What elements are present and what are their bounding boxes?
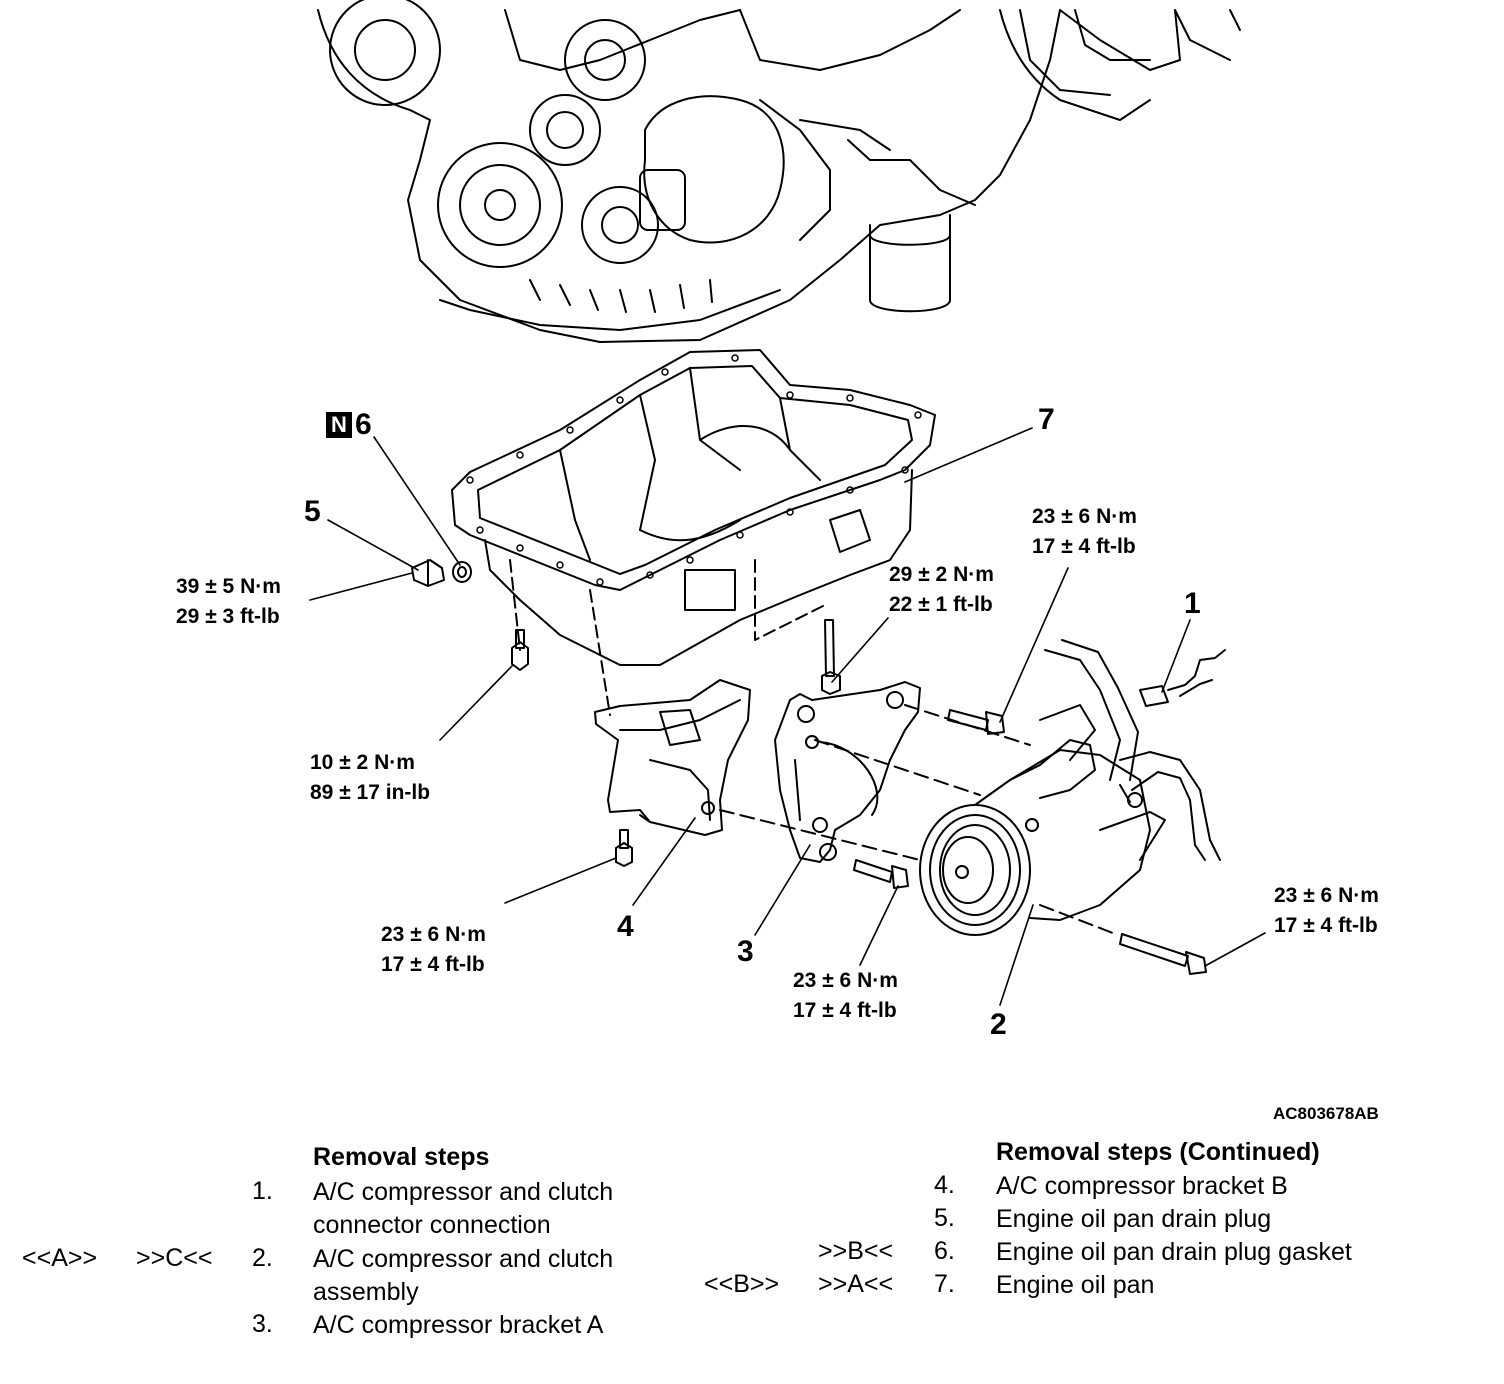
drain-plug-and-gasket [411,559,472,587]
torque-spec-stud-bolt: 29 ± 2 N·m 22 ± 1 ft-lb [889,560,994,620]
torque-imperial: 17 ± 4 ft-lb [1032,535,1136,558]
torque-imperial: 89 ± 17 in-lb [310,781,431,804]
step-label: A/C compressor and clutch connector conn… [313,1178,614,1239]
callout-2: 2 [990,1008,1007,1041]
torque-metric: 39 ± 5 N·m [176,575,281,598]
torque-imperial: 17 ± 4 ft-lb [1274,914,1378,937]
step-number: 4. [934,1171,955,1199]
torque-imperial: 22 ± 1 ft-lb [889,593,993,616]
step-label: Engine oil pan drain plug [996,1205,1272,1233]
step-label: A/C compressor bracket A [313,1311,604,1339]
torque-spec-oil-pan-bolt: 10 ± 2 N·m 89 ± 17 in-lb [310,748,430,808]
step-number: 1. [252,1177,273,1205]
engine-oil-pan [451,349,936,716]
step-number: 6. [934,1237,955,1265]
step-number: 3. [252,1310,273,1338]
callout-3: 3 [737,935,754,968]
removal-steps-continued-heading: Removal steps (Continued) [996,1138,1320,1166]
torque-spec-compressor-upper-bolt: 23 ± 6 N·m 17 ± 4 ft-lb [1032,502,1137,562]
step-removal-ref: >>C<< [136,1244,213,1272]
step-label: Engine oil pan drain plug gasket [996,1238,1352,1266]
callout-6-label: 6 [355,408,372,441]
callout-5: 5 [304,495,321,528]
torque-metric: 29 ± 2 N·m [889,563,994,586]
torque-imperial: 17 ± 4 ft-lb [381,953,485,976]
torque-spec-compressor-lower-bolt: 23 ± 6 N·m 17 ± 4 ft-lb [1274,881,1379,941]
torque-metric: 23 ± 6 N·m [1274,884,1379,907]
callout-1: 1 [1184,587,1201,620]
removal-steps-heading: Removal steps [313,1143,490,1171]
ac-compressor-bracket-a [774,681,921,863]
step-label: Engine oil pan [996,1271,1155,1299]
torque-metric: 10 ± 2 N·m [310,751,415,774]
bolts [511,619,1207,975]
step-number: 5. [934,1204,955,1232]
engine-block-outline [317,0,1241,343]
step-install-ref: <<B>> [704,1270,780,1298]
step-label: A/C compressor bracket B [996,1172,1288,1200]
torque-imperial: 17 ± 4 ft-lb [793,999,897,1022]
torque-metric: 23 ± 6 N·m [381,923,486,946]
compressor-clutch-connector [1139,649,1226,707]
figure-code: AC803678AB [1273,1104,1379,1123]
torque-metric: 23 ± 6 N·m [793,969,898,992]
torque-imperial: 29 ± 3 ft-lb [176,605,280,628]
step-removal-ref: >>B<< [818,1237,894,1265]
step-label: A/C compressor and clutch assembly [313,1245,614,1306]
torque-spec-drain-plug: 39 ± 5 N·m 29 ± 3 ft-lb [176,572,281,632]
step-number: 7. [934,1270,955,1298]
step-number: 2. [252,1244,273,1272]
callout-7: 7 [1038,403,1055,436]
torque-spec-bracket-a-bolt: 23 ± 6 N·m 17 ± 4 ft-lb [793,966,898,1026]
ac-compressor-bracket-b [594,679,751,836]
torque-metric: 23 ± 6 N·m [1032,505,1137,528]
step-install-ref: <<A>> [22,1244,98,1272]
alignment-guides [719,704,1119,936]
step-removal-ref: >>A<< [818,1270,894,1298]
torque-spec-bracket-b-bolt: 23 ± 6 N·m 17 ± 4 ft-lb [381,920,486,980]
leader-lines [309,427,1266,1006]
callout-4: 4 [617,910,634,943]
ac-compressor-and-clutch [919,639,1221,936]
new-part-badge: N [326,412,352,438]
